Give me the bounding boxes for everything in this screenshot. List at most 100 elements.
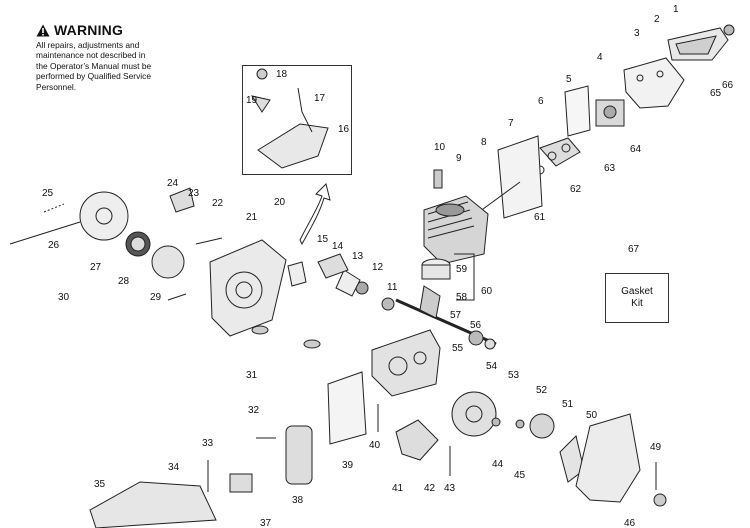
carburetor-part [595,99,625,127]
cylinder-part [423,195,489,265]
bearing-part-11 [381,297,395,311]
callout-34: 34 [168,462,180,473]
warning-line: Personnel. [36,81,77,92]
callout-27: 27 [90,262,102,273]
callout-2: 2 [654,14,660,25]
callout-15: 15 [317,234,329,245]
gasket-kit-line2: Kit [631,298,643,309]
callout-13: 13 [352,251,364,262]
warning-notice: WARNING All repairs, adjustments and mai… [36,22,176,92]
heat-shield-part [497,135,543,219]
callout-64: 64 [630,144,642,155]
callout-52: 52 [536,385,548,396]
callout-31: 31 [246,370,258,381]
intake-manifold-part [539,137,581,167]
spark-plug-part [433,169,443,189]
callout-65: 65 [710,88,722,99]
screw-part-66 [723,24,735,36]
callout-35: 35 [94,479,106,490]
callout-32: 32 [248,405,260,416]
clutch-part [529,413,555,439]
crankcase-part [371,329,441,397]
warning-triangle-icon [36,24,50,36]
callout-labels: 1234567891011121314151617181920212223242… [42,4,734,528]
bracket-part-46 [653,493,667,507]
nut-part-44 [491,417,501,427]
callout-40: 40 [369,440,381,451]
callout-43: 43 [444,483,456,494]
gasket-part-5 [564,85,591,137]
fuel-tank-part [89,481,217,528]
damper-part-31a [251,325,269,335]
callout-24: 24 [167,178,179,189]
starter-housing-part [209,239,287,337]
callout-33: 33 [202,438,214,449]
callout-38: 38 [292,495,304,506]
callout-42: 42 [424,483,436,494]
callout-30: 30 [58,292,70,303]
callout-54: 54 [486,361,498,372]
callout-4: 4 [597,52,603,63]
callout-67: 67 [628,244,640,255]
starter-assembly-bracket [9,221,81,245]
air-filter-cover-part [667,27,729,61]
callout-17: 17 [314,93,326,104]
gasket-kit-box: Gasket Kit [605,273,669,323]
callout-51: 51 [562,399,574,410]
callout-50: 50 [586,410,598,421]
callout-59: 59 [456,264,468,275]
callout-3: 3 [634,28,640,39]
callout-61: 61 [534,212,546,223]
screw-part-25 [43,203,65,213]
warning-text: All repairs, adjustments and maintenance… [36,40,176,92]
plate-part-37 [229,473,253,493]
seal-part [484,338,496,350]
filter-part-15 [287,261,307,287]
washer-part-45 [515,419,525,429]
callout-1: 1 [673,4,679,15]
warning-title: WARNING [54,22,124,38]
cover-part-38 [285,425,313,485]
ignition-coil-part [395,419,439,461]
callout-16: 16 [338,124,350,135]
shield-part-39 [327,371,367,445]
callout-5: 5 [566,74,572,85]
callout-12: 12 [372,262,384,273]
callout-26: 26 [48,240,60,251]
recoil-spring-center [130,236,146,252]
callout-46: 46 [624,518,636,528]
callout-10: 10 [434,142,446,153]
callout-44: 44 [492,459,504,470]
callout-14: 14 [332,241,344,252]
callout-11: 11 [387,282,398,293]
callout-28: 28 [118,276,130,287]
warning-line: All repairs, adjustments and [36,40,140,50]
callout-66: 66 [722,80,734,91]
callout-62: 62 [570,184,582,195]
callout-8: 8 [481,137,487,148]
damper-part-31b [303,339,321,349]
starter-pulley-part [151,245,185,279]
callout-23: 23 [188,188,200,199]
piston-part [421,258,451,280]
warning-heading: WARNING [36,22,176,38]
callout-49: 49 [650,442,662,453]
callout-45: 45 [514,470,526,481]
flywheel-part [451,391,497,437]
callout-18: 18 [276,69,288,80]
starter-cover-part [79,191,129,241]
callout-29: 29 [150,292,162,303]
pawl-part-14 [317,253,349,279]
inset-fuel-parts [250,68,329,169]
callout-63: 63 [604,163,616,174]
callout-37: 37 [260,518,272,528]
callout-25: 25 [42,188,54,199]
callout-6: 6 [538,96,544,107]
callout-9: 9 [456,153,462,164]
arrow-part-20 [299,183,331,246]
spring-part-13 [335,269,361,297]
callout-58: 58 [456,292,468,303]
clutch-housing-part [575,413,641,503]
bearing-part-56 [468,330,484,346]
